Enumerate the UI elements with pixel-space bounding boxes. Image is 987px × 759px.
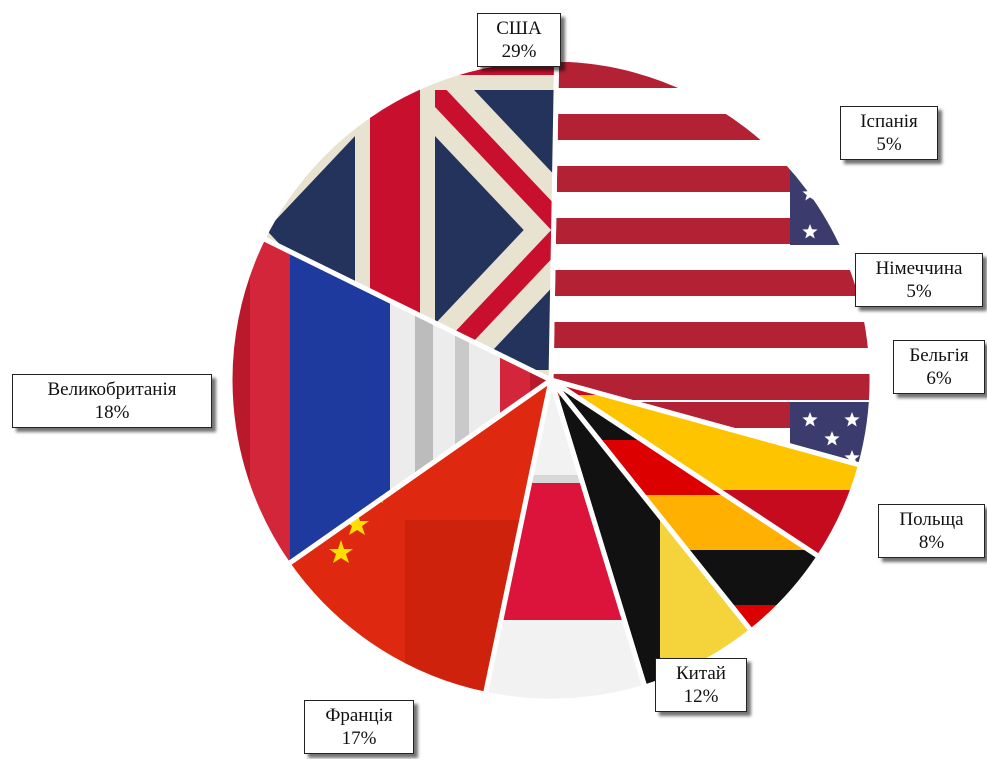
label-china: Китай 12% — [655, 658, 747, 712]
label-germany-value: 5% — [906, 281, 932, 302]
label-uk-name: Великобританія — [47, 379, 177, 400]
label-usa-name: США — [496, 18, 542, 39]
pie-slice-usa — [548, 56, 875, 468]
label-belgium-name: Бельгія — [909, 345, 969, 366]
label-spain: Іспанія 5% — [840, 106, 938, 160]
label-germany: Німеччина 5% — [855, 253, 983, 307]
pie-slice-china — [285, 377, 554, 697]
label-poland-value: 8% — [918, 532, 945, 553]
label-belgium: Бельгія 6% — [893, 340, 985, 394]
label-germany-name: Німеччина — [875, 258, 963, 279]
label-france-name: Франція — [325, 705, 393, 726]
label-usa-value: 29% — [501, 41, 537, 62]
label-usa: США 29% — [477, 13, 561, 67]
pie-slice-france — [227, 235, 554, 567]
label-poland-name: Польща — [899, 509, 964, 530]
label-uk: Великобританія 18% — [12, 374, 212, 428]
label-poland: Польща 8% — [878, 504, 985, 558]
label-spain-value: 5% — [876, 134, 902, 155]
label-china-value: 12% — [683, 686, 719, 707]
pie-slice-poland — [482, 377, 648, 704]
label-uk-value: 18% — [94, 402, 130, 423]
label-china-name: Китай — [676, 663, 726, 684]
label-france: Франція 17% — [304, 700, 414, 754]
label-belgium-value: 6% — [926, 368, 952, 389]
label-france-value: 17% — [341, 728, 377, 749]
label-spain-name: Іспанія — [860, 111, 918, 132]
